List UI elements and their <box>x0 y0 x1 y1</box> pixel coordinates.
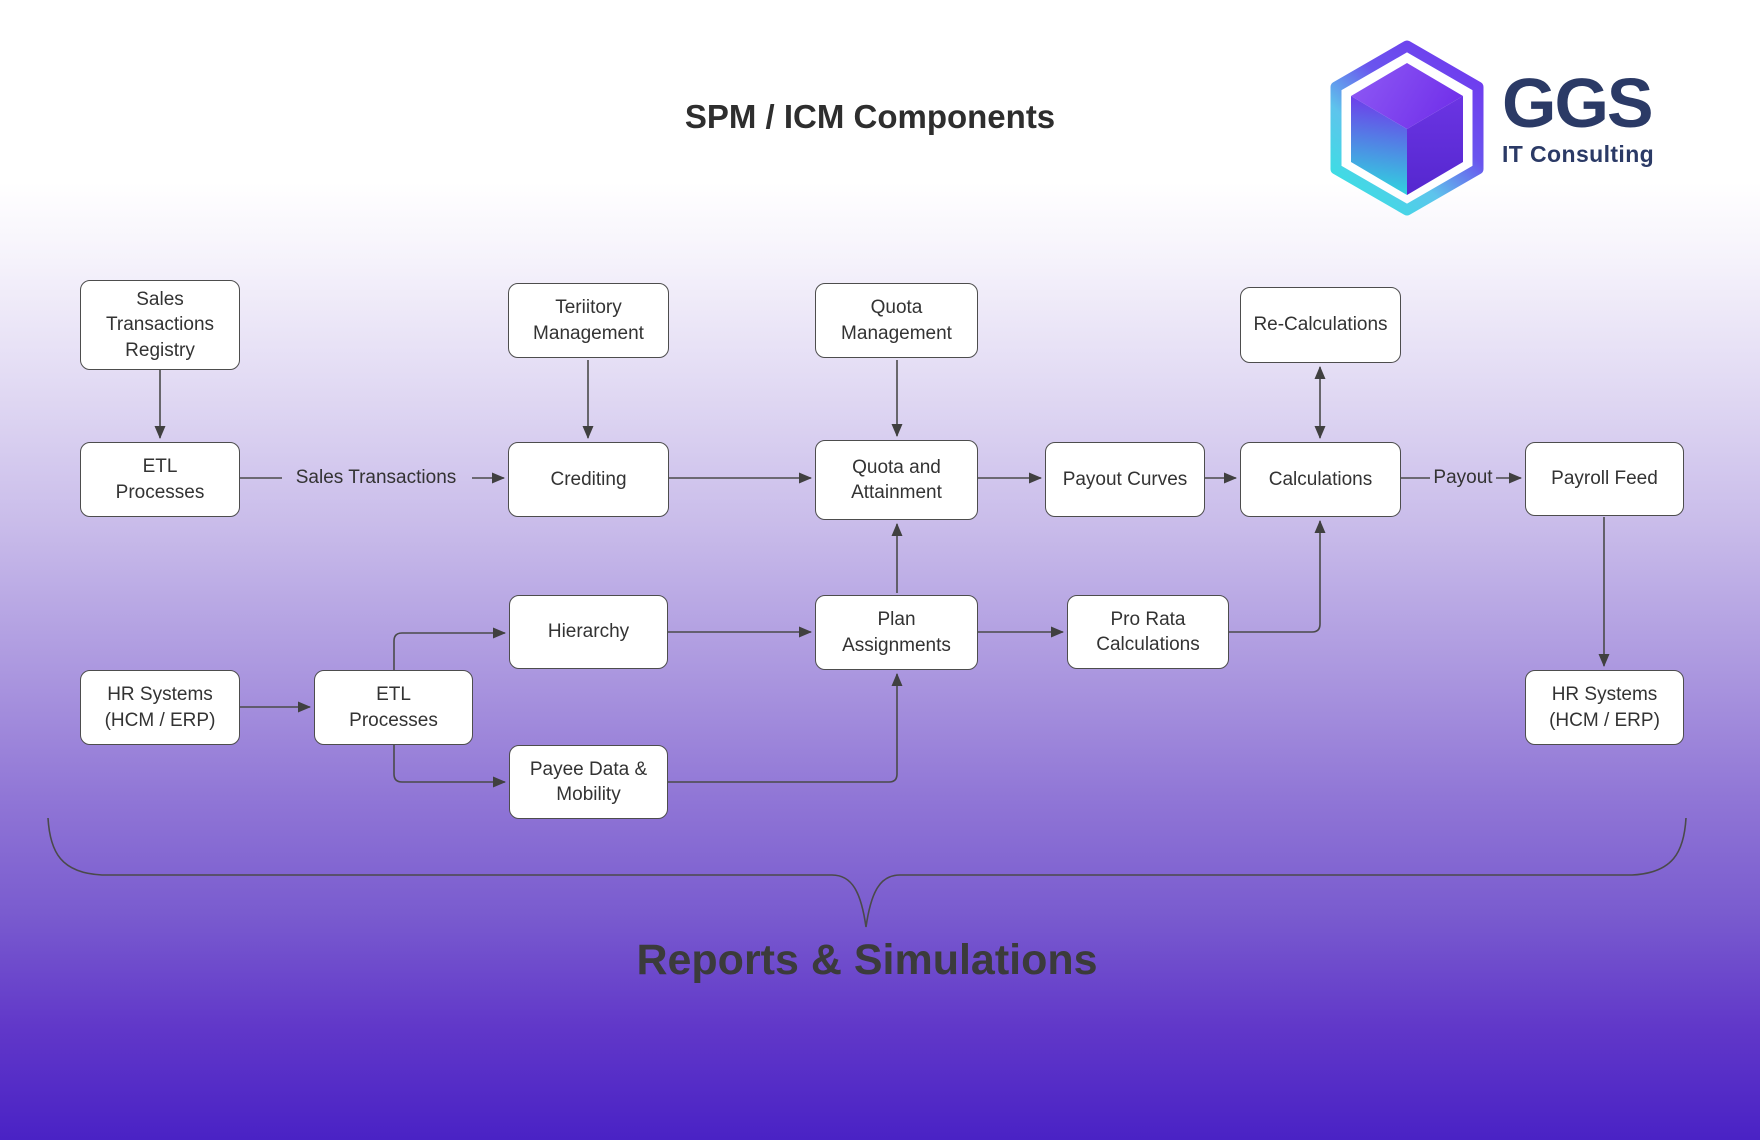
re-calculations-node: Re-Calculations <box>1240 287 1401 363</box>
page-title: SPM / ICM Components <box>684 98 1056 135</box>
logo-brand-text: GGS <box>1502 64 1654 142</box>
sales-transactions-registry-label: Sales Transactions Registry <box>105 289 215 361</box>
hierarchy-label: Hierarchy <box>547 621 630 643</box>
hierarchy-node: Hierarchy <box>509 595 668 669</box>
crediting-node: Crediting <box>508 442 669 517</box>
plan-assignments-node: Plan Assignments <box>815 595 978 670</box>
pro-rata-calculations-node: Pro Rata Calculations <box>1067 595 1229 669</box>
connector-group <box>154 360 1610 788</box>
quota-management-label: Quota Management <box>841 297 952 344</box>
plan-assignments-label: Plan Assignments <box>842 609 951 656</box>
edge-label-sales-transactions: Sales Transactions <box>295 467 457 488</box>
hr-systems-target-label: HR Systems (HCM / ERP) <box>1549 684 1660 731</box>
payout-curves-label: Payout Curves <box>1062 468 1188 490</box>
hr-systems-source-label: HR Systems (HCM / ERP) <box>104 684 216 731</box>
calculations-node: Calculations <box>1240 442 1401 517</box>
payee-data-mobility-label: Payee Data & Mobility <box>529 758 648 805</box>
etl-processes-sales-node: ETL Processes <box>80 442 240 517</box>
pro-rata-calculations-label: Pro Rata Calculations <box>1096 608 1200 655</box>
quota-and-attainment-node: Quota and Attainment <box>815 440 978 520</box>
etl-processes-sales-label: ETL Processes <box>115 456 205 503</box>
quota-and-attainment-label: Quota and Attainment <box>851 456 942 503</box>
brace <box>47 817 1687 928</box>
etl-processes-hr-node: ETL Processes <box>314 670 473 745</box>
hr-systems-source-node: HR Systems (HCM / ERP) <box>80 670 240 745</box>
crediting-label: Crediting <box>550 468 627 490</box>
quota-management-node: Quota Management <box>815 283 978 358</box>
brace-label: Reports & Simulations <box>636 936 1098 984</box>
payroll-feed-label: Payroll Feed <box>1551 468 1658 490</box>
connector-etl-to-payee <box>393 745 506 788</box>
connector-payee-to-plan <box>668 673 903 783</box>
hexagon-cube-icon <box>1330 40 1484 216</box>
payroll-feed-node: Payroll Feed <box>1525 442 1684 516</box>
hr-systems-target-node: HR Systems (HCM / ERP) <box>1525 670 1684 745</box>
logo: GGS IT Consulting <box>1502 68 1654 168</box>
connector-prorata-to-calculations <box>1229 520 1326 633</box>
payout-curves-node: Payout Curves <box>1045 442 1205 517</box>
calculations-label: Calculations <box>1268 468 1373 490</box>
sales-transactions-registry-node: Sales Transactions Registry <box>80 280 240 370</box>
payee-data-mobility-node: Payee Data & Mobility <box>509 745 668 819</box>
logo-tagline: IT Consulting <box>1502 141 1655 167</box>
territory-management-node: Teriitory Management <box>508 283 669 358</box>
edge-label-payout: Payout <box>1433 467 1493 488</box>
re-calculations-label: Re-Calculations <box>1253 314 1388 336</box>
connector-etl-to-hierarchy <box>393 627 506 670</box>
territory-management-label: Teriitory Management <box>533 297 644 344</box>
etl-processes-hr-label: ETL Processes <box>349 684 438 731</box>
